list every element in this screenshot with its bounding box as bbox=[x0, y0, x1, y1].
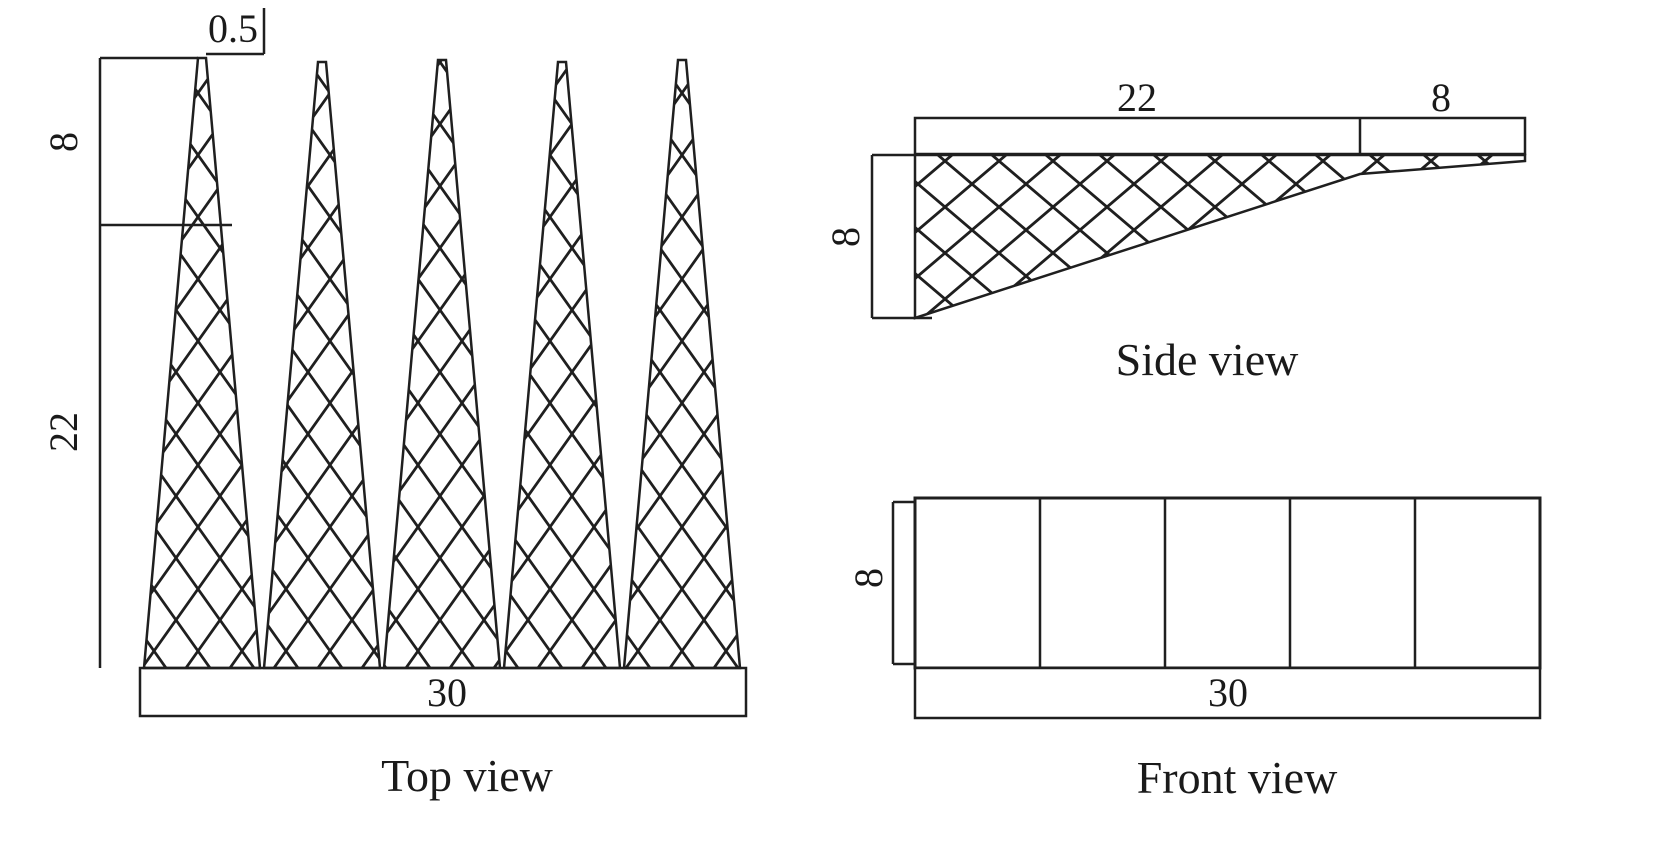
front-view-title: Front view bbox=[1136, 752, 1338, 803]
side-view-dim-height: 8 bbox=[823, 227, 868, 247]
top-view-dim-tip-width: 0.5 bbox=[208, 6, 258, 51]
front-view-dim-width: 30 bbox=[1208, 670, 1248, 715]
top-view-title: Top view bbox=[381, 750, 553, 801]
top-view-dim-tip-section-height: 8 bbox=[41, 132, 86, 152]
top-view-dim-base-width: 30 bbox=[427, 670, 467, 715]
side-view-wedge bbox=[913, 153, 1527, 320]
front-view-height-bracket bbox=[891, 500, 915, 666]
side-view-title: Side view bbox=[1115, 334, 1299, 385]
front-view-cell-dividers bbox=[1038, 498, 1417, 668]
top-view-tip-dimension-line bbox=[206, 8, 266, 56]
top-view-spike bbox=[382, 58, 502, 670]
side-view-dimension-band bbox=[913, 116, 1527, 156]
top-view-spike bbox=[502, 60, 622, 670]
top-view-spike bbox=[262, 60, 382, 670]
side-view-height-bracket bbox=[870, 153, 932, 320]
top-view-drawing bbox=[98, 8, 748, 718]
top-view-dimension-lines bbox=[98, 56, 232, 668]
side-view-dim-tail-length: 8 bbox=[1431, 75, 1451, 120]
side-view-drawing bbox=[870, 116, 1527, 320]
front-view-dim-height: 8 bbox=[846, 568, 891, 588]
front-view-body bbox=[913, 496, 1542, 670]
top-view-spike bbox=[142, 56, 262, 670]
front-view-width-band bbox=[913, 666, 1542, 720]
top-view-spike bbox=[622, 58, 742, 670]
side-view-dim-taper-length: 22 bbox=[1117, 75, 1157, 120]
top-view-base-band bbox=[138, 666, 748, 718]
top-view-dim-body-height: 22 bbox=[41, 412, 86, 452]
front-view-drawing bbox=[891, 496, 1542, 720]
